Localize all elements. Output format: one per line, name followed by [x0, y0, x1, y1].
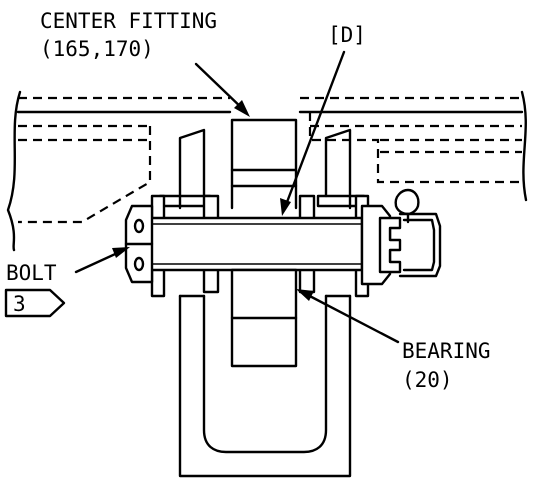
- bolt-callout-number: 3: [13, 292, 26, 316]
- center-fitting: [230, 118, 298, 210]
- center-fitting-numbers: (165,170): [40, 37, 154, 61]
- bolt-label: BOLT: [6, 261, 57, 285]
- bolt-callout-flag: 3: [4, 288, 66, 318]
- bearing-label: BEARING: [402, 339, 491, 363]
- bolt-shank: [148, 216, 364, 272]
- labels: CENTER FITTING (165,170) [D] BOLT BEARIN…: [6, 9, 491, 392]
- bearing: [230, 268, 298, 368]
- datum-label: [D]: [328, 23, 366, 47]
- leader-lines: [74, 50, 400, 344]
- bolt-head: [124, 204, 154, 284]
- structure-outline: [6, 90, 528, 252]
- clevis-bracket: [178, 294, 352, 478]
- bearing-number: (20): [402, 368, 453, 392]
- nut-and-cotter-pin: [360, 188, 442, 286]
- center-fitting-label: CENTER FITTING: [40, 9, 217, 33]
